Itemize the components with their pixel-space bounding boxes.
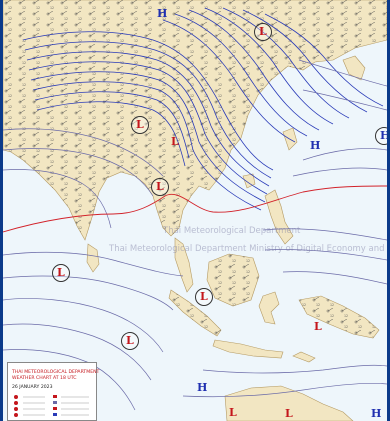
isobar-1010: [3, 185, 387, 233]
pressure-low-1: L: [259, 25, 267, 38]
java: [212, 339, 284, 359]
pressure-center-marker: [121, 332, 139, 350]
australia: [224, 385, 354, 421]
isobars-gray: [3, 59, 387, 411]
sri-lanka: [86, 243, 100, 273]
pressure-center-marker: [131, 116, 149, 134]
pressure-center-marker: [254, 23, 272, 41]
station-plots: [3, 0, 387, 338]
pressure-low-9: L: [314, 320, 322, 333]
chart-legend-box: THAI METEOROLOGICAL DEPARTMENT WEATHER C…: [7, 362, 100, 421]
pressure-low-6: L: [200, 290, 208, 303]
pressure-low-3: L: [171, 135, 179, 148]
pressure-high-1: H: [157, 7, 168, 20]
philippines: [264, 189, 294, 245]
pressure-center-marker: [151, 178, 169, 196]
pressure-high-3: H: [380, 129, 387, 142]
legend-department: THAI METEOROLOGICAL DEPARTMENT: [12, 370, 100, 375]
pressure-low-2: L: [136, 118, 144, 131]
hainan: [242, 173, 256, 189]
legend-chart-time: WEATHER CHART AT 18 UTC: [12, 376, 77, 381]
sulawesi: [258, 291, 280, 325]
watermark-line-1: Thai Meteorological Department: [163, 226, 301, 236]
malay-peninsula: [174, 237, 194, 293]
pressure-center-marker: [195, 288, 213, 306]
legend-symbol-key: [14, 395, 89, 417]
pressure-low-8: L: [229, 406, 237, 419]
timor: [292, 351, 316, 363]
pressure-low-7: L: [126, 334, 134, 347]
pressure-low-10: L: [285, 407, 293, 420]
weather-map: 12: [3, 0, 387, 421]
pressure-high-2: H: [310, 139, 321, 152]
pressure-high-5: H: [371, 407, 382, 420]
watermark-line-2: Thai Meteorological Department Ministry …: [109, 244, 387, 254]
pressure-high-4: H: [197, 381, 208, 394]
isobars-north: [22, 7, 384, 211]
legend-date: 26 JANUARY 2023: [12, 385, 53, 390]
pressure-low-5: L: [57, 266, 65, 279]
map-canvas: 12: [3, 0, 387, 421]
pressure-center-marker: [52, 264, 70, 282]
pressure-center-marker: [375, 127, 387, 145]
pressure-low-4: L: [156, 180, 164, 193]
japan: [342, 55, 366, 81]
